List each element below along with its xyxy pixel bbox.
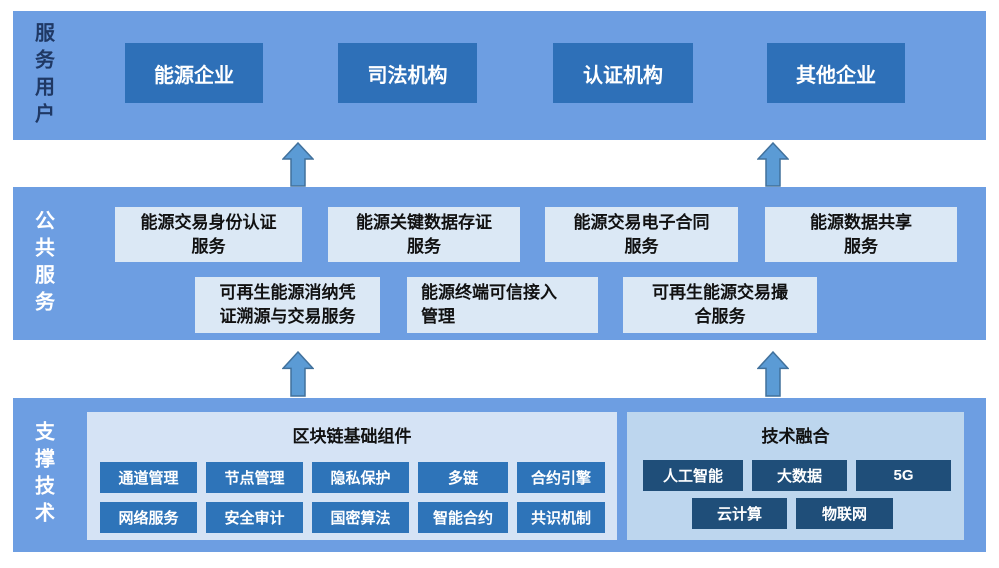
box-certification-institutions: 认证机构	[553, 43, 693, 103]
box-data-sharing-service: 能源数据共享 服务	[765, 207, 957, 262]
box-energy-enterprises: 能源企业	[125, 43, 263, 103]
box-electronic-contract-service: 能源交易电子合同 服务	[545, 207, 738, 262]
chip-5g: 5G	[856, 460, 951, 491]
arrow-up-icon	[757, 142, 789, 187]
chip-contract-engine: 合约引擎	[517, 462, 605, 493]
chip-security-audit: 安全审计	[206, 502, 303, 533]
box-renewable-trade-matching-service: 可再生能源交易撮 合服务	[623, 277, 817, 333]
chip-national-crypto-algorithm: 国密算法	[312, 502, 409, 533]
chip-channel-management: 通道管理	[100, 462, 197, 493]
chip-privacy-protection: 隐私保护	[312, 462, 409, 493]
chip-smart-contract: 智能合约	[418, 502, 508, 533]
layer-label-service-users: 服务用户	[31, 21, 54, 130]
blockchain-components-panel: 区块链基础组件 通道管理 节点管理 隐私保护 多链 合约引擎 网络服务 安全审计…	[87, 412, 617, 540]
technology-fusion-panel: 技术融合 人工智能 大数据 5G 云计算 物联网	[627, 412, 964, 540]
chip-node-management: 节点管理	[206, 462, 303, 493]
layer-label-public-services: 公共服务	[31, 209, 54, 318]
box-judicial-institutions: 司法机构	[338, 43, 477, 103]
chip-artificial-intelligence: 人工智能	[643, 460, 743, 491]
box-key-data-deposit-service: 能源关键数据存证 服务	[328, 207, 520, 262]
arrow-up-icon	[282, 351, 314, 397]
chip-consensus-mechanism: 共识机制	[517, 502, 605, 533]
arrow-up-icon	[282, 142, 314, 187]
box-terminal-trusted-access: 能源终端可信接入 管理	[407, 277, 598, 333]
box-identity-authentication-service: 能源交易身份认证 服务	[115, 207, 302, 262]
layer-service-users: 服务用户 能源企业 司法机构 认证机构 其他企业	[13, 11, 986, 140]
layer-support-tech: 支撑技术 区块链基础组件 通道管理 节点管理 隐私保护 多链 合约引擎 网络服务…	[13, 398, 986, 552]
box-renewable-certificate-trace-service: 可再生能源消纳凭 证溯源与交易服务	[195, 277, 380, 333]
box-other-enterprises: 其他企业	[767, 43, 905, 103]
chip-multi-chain: 多链	[418, 462, 508, 493]
arrow-up-icon	[757, 351, 789, 397]
chip-cloud-computing: 云计算	[692, 498, 787, 529]
layer-label-support-tech: 支撑技术	[31, 421, 54, 529]
fusion-panel-title: 技术融合	[761, 427, 830, 446]
chip-network-service: 网络服务	[100, 502, 197, 533]
chip-internet-of-things: 物联网	[796, 498, 893, 529]
blockchain-panel-title: 区块链基础组件	[292, 427, 412, 446]
layer-public-services: 公共服务 能源交易身份认证 服务 能源关键数据存证 服务 能源交易电子合同 服务…	[13, 187, 986, 340]
chip-big-data: 大数据	[752, 460, 847, 491]
